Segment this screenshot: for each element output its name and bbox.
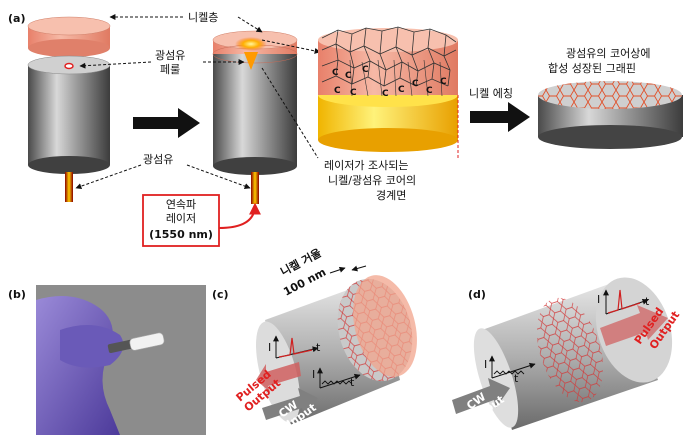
axis-t: t: [514, 372, 519, 385]
axis-t: t: [350, 376, 355, 389]
laser-arrow: [218, 202, 261, 229]
laser-label-1: 연속파: [166, 198, 196, 211]
fiber-end-label-1: 광섬유: [155, 49, 185, 62]
carbon-atom: C: [426, 86, 433, 96]
photo-fiber-in-glove: [36, 285, 206, 435]
nickel-layer-label: 니켈층: [188, 11, 218, 24]
interface-label-2: 니켈/광섬유 코어의: [328, 174, 416, 187]
ferrule-cylinder-1: [27, 55, 111, 174]
laser-label-3: (1550 nm): [149, 228, 213, 241]
carbon-atom: C: [332, 68, 339, 78]
axis-t: t: [316, 341, 321, 354]
carbon-atom: C: [398, 85, 405, 95]
cw-laser-box: 연속파 레이저 (1550 nm): [142, 194, 220, 247]
interface-cylinder: C C C C C C C C C C: [318, 26, 458, 152]
ferrule-cylinder-2: [212, 30, 298, 175]
process-arrow-2: [470, 102, 530, 132]
laser-spot: [235, 37, 267, 51]
interface-label-3: 경계면: [376, 189, 406, 202]
carbon-atom: C: [362, 65, 369, 75]
laser-label-2: 레이저: [166, 212, 196, 225]
laser-cone: [244, 52, 258, 70]
interface-label-1: 레이저가 조사되는: [324, 159, 408, 172]
fiber-2: [251, 172, 259, 204]
pulsed-output-plot: I t: [268, 335, 321, 359]
axis-i: I: [597, 293, 600, 306]
axis-i: I: [268, 341, 271, 354]
fiber-mirror-cylinder: [256, 275, 417, 425]
fiber-1: [65, 172, 73, 202]
graphene-on-fiber-cylinder: [538, 81, 683, 149]
carbon-atom: C: [334, 86, 341, 96]
fiber-label: 광섬유: [143, 153, 173, 166]
graphene-label-2: 합성 성장된 그래핀: [548, 62, 636, 75]
process-arrow-1: [133, 108, 200, 138]
panel-a-letter: (a): [8, 12, 25, 25]
grain-boundaries: [321, 26, 457, 87]
panel-c-letter: (c): [212, 288, 229, 301]
nickel-disk: [27, 16, 111, 57]
fiber-end-label-2: 페룰: [160, 63, 180, 76]
carbon-atom: C: [345, 71, 352, 81]
carbon-atom: C: [440, 77, 447, 87]
etching-label: 니켈 에칭: [469, 87, 513, 100]
axis-i: I: [312, 368, 315, 381]
cw-input-plot: I t: [484, 355, 536, 385]
carbon-atom: C: [382, 89, 389, 99]
pulsed-output-plot: I t: [597, 289, 650, 315]
cw-input-plot: I t: [312, 367, 361, 389]
graphene-label-1: 광섬유의 코어상에: [566, 47, 650, 60]
axis-t: t: [645, 295, 650, 308]
carbon-atom: C: [412, 79, 419, 89]
fiber-graphene-cylinder: [473, 277, 673, 430]
panel-d-letter: (d): [468, 288, 486, 301]
panel-b-letter: (b): [8, 288, 26, 301]
carbon-atom: C: [350, 88, 357, 98]
axis-i: I: [484, 358, 487, 371]
